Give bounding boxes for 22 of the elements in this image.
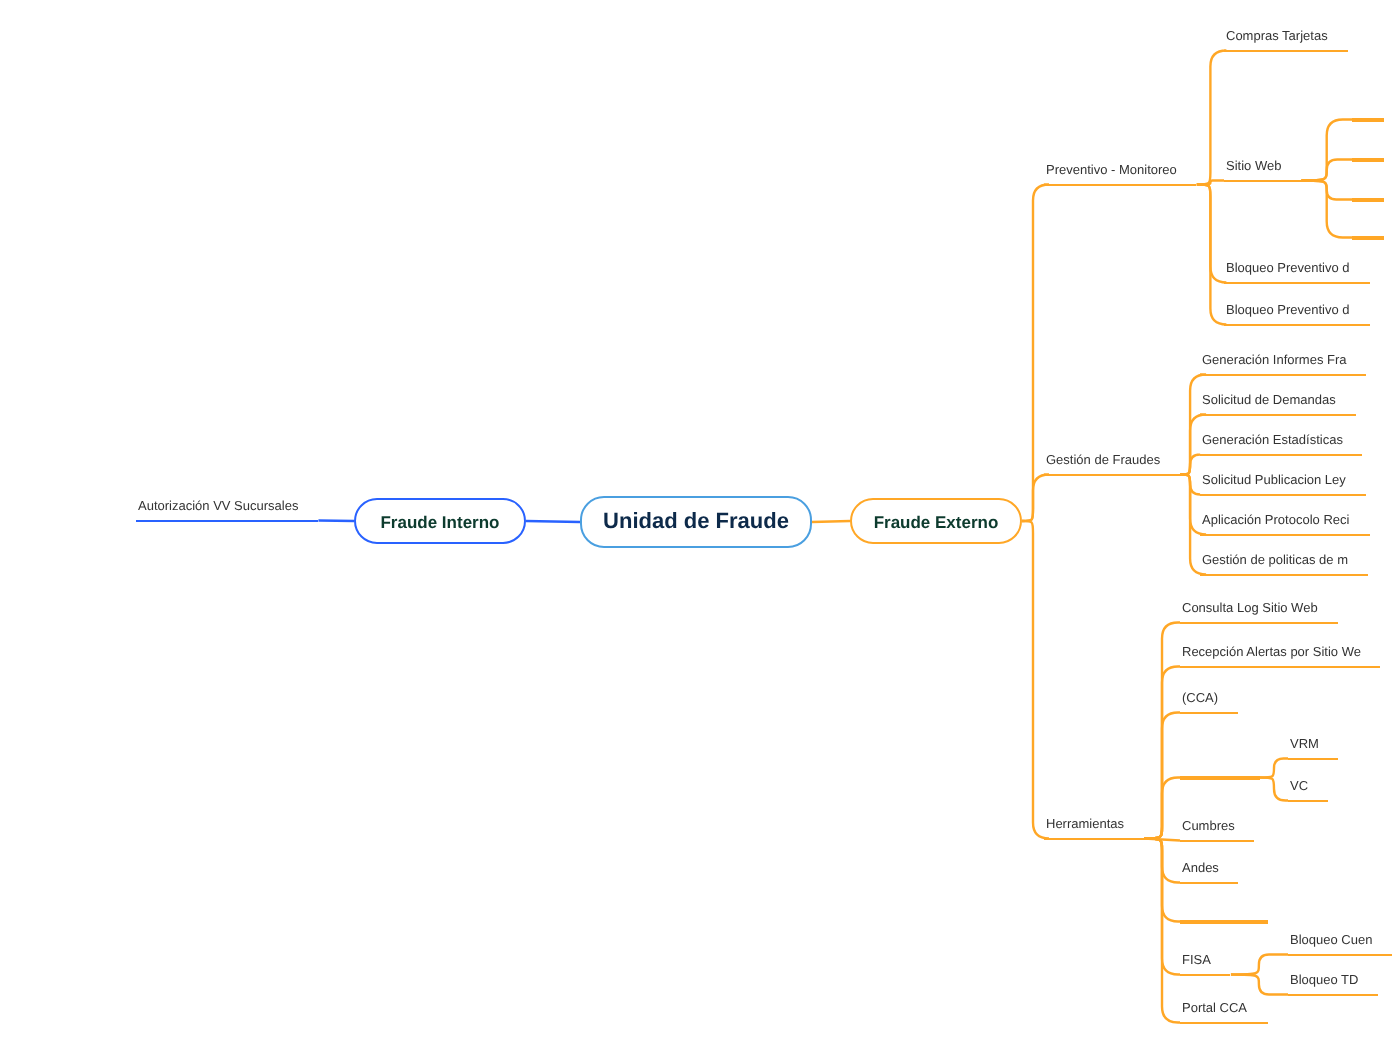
- empty-branch-line: [1352, 118, 1384, 121]
- branch-connector: [811, 519, 851, 524]
- central-topic: Unidad de Fraude: [580, 496, 812, 548]
- branch-connector: [1260, 757, 1288, 779]
- main-topic-box: Fraude Interno: [354, 498, 526, 544]
- branch-connector: [1022, 473, 1051, 523]
- branch-connector: [318, 519, 354, 523]
- empty-branch-line: [1352, 236, 1384, 239]
- branch-connector: [1230, 973, 1288, 996]
- branch-connector: [525, 519, 581, 524]
- branch-connector: [1180, 473, 1208, 576]
- branch-connector: [1196, 183, 1228, 326]
- empty-branch-line: [1180, 776, 1260, 779]
- empty-branch-line: [1352, 198, 1384, 201]
- branch-connector: [1260, 776, 1288, 802]
- branch-connector: [1022, 519, 1051, 840]
- empty-branch-line: [1180, 920, 1268, 923]
- empty-branch-line: [1352, 158, 1384, 161]
- branch-connector: [1180, 453, 1202, 476]
- branch-connector: [1180, 473, 1202, 496]
- main-topic-box: Fraude Externo: [850, 498, 1022, 544]
- branch-connector: [1301, 179, 1352, 239]
